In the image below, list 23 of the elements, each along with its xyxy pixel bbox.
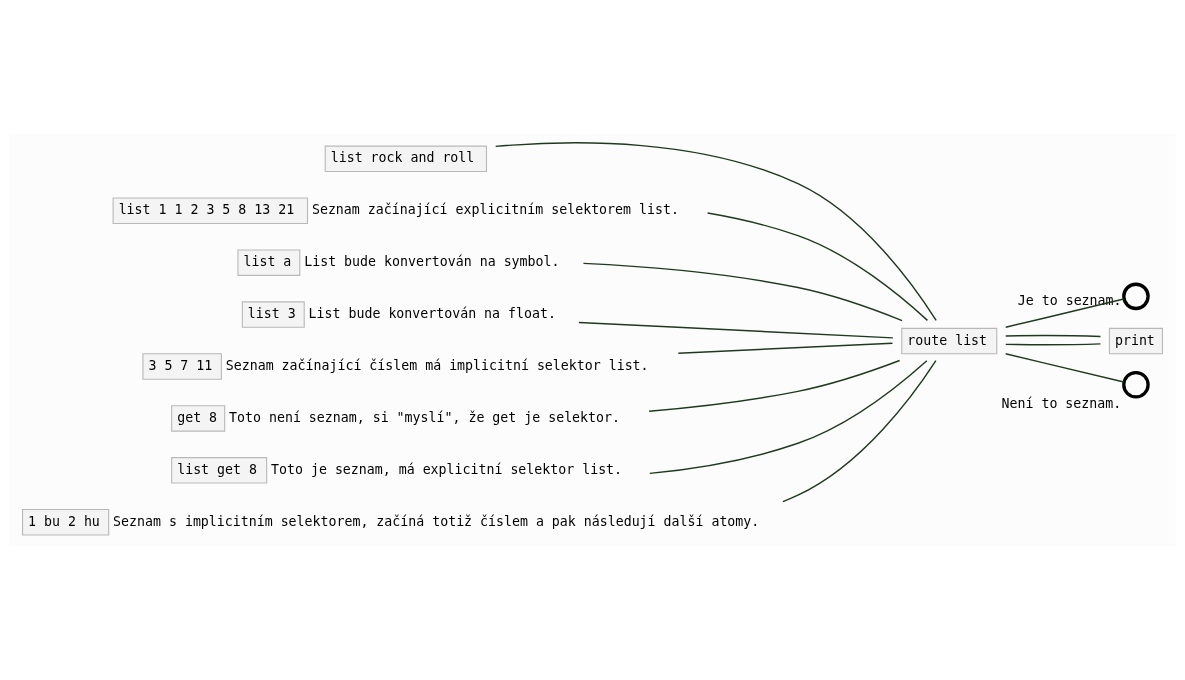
connector (494, 142, 937, 322)
connector (706, 212, 929, 322)
node-label: Toto je seznam, má explicitní selektor list. (271, 461, 623, 477)
node-label: Není to seznam. (1001, 395, 1122, 411)
node-label: List bude konvertován na float. (308, 306, 556, 322)
connector (578, 321, 894, 339)
node-label: List bude konvertován na symbol. (304, 254, 560, 270)
connector (677, 342, 894, 354)
connector (649, 360, 928, 475)
connector (1005, 343, 1102, 346)
connector (1005, 298, 1125, 329)
node-label: Seznam začínající číslem má implicitní selektor list. (225, 357, 649, 373)
node-label: Je to seznam. (1017, 292, 1122, 308)
connector (648, 359, 901, 412)
node-label: Seznam začínající explicitním selektorem list. (311, 202, 679, 218)
connector (582, 262, 903, 322)
node-circle (1122, 282, 1150, 311)
node-label: Seznam s implicitním selektorem, začíná totiž číslem a pak následují další atomy. (113, 513, 760, 529)
connector (1005, 334, 1102, 338)
connector (1005, 353, 1125, 383)
connector (782, 359, 937, 503)
node-circle (1122, 370, 1150, 399)
node-label: Toto není seznam, si "myslí", že get je selektor. (229, 409, 620, 425)
